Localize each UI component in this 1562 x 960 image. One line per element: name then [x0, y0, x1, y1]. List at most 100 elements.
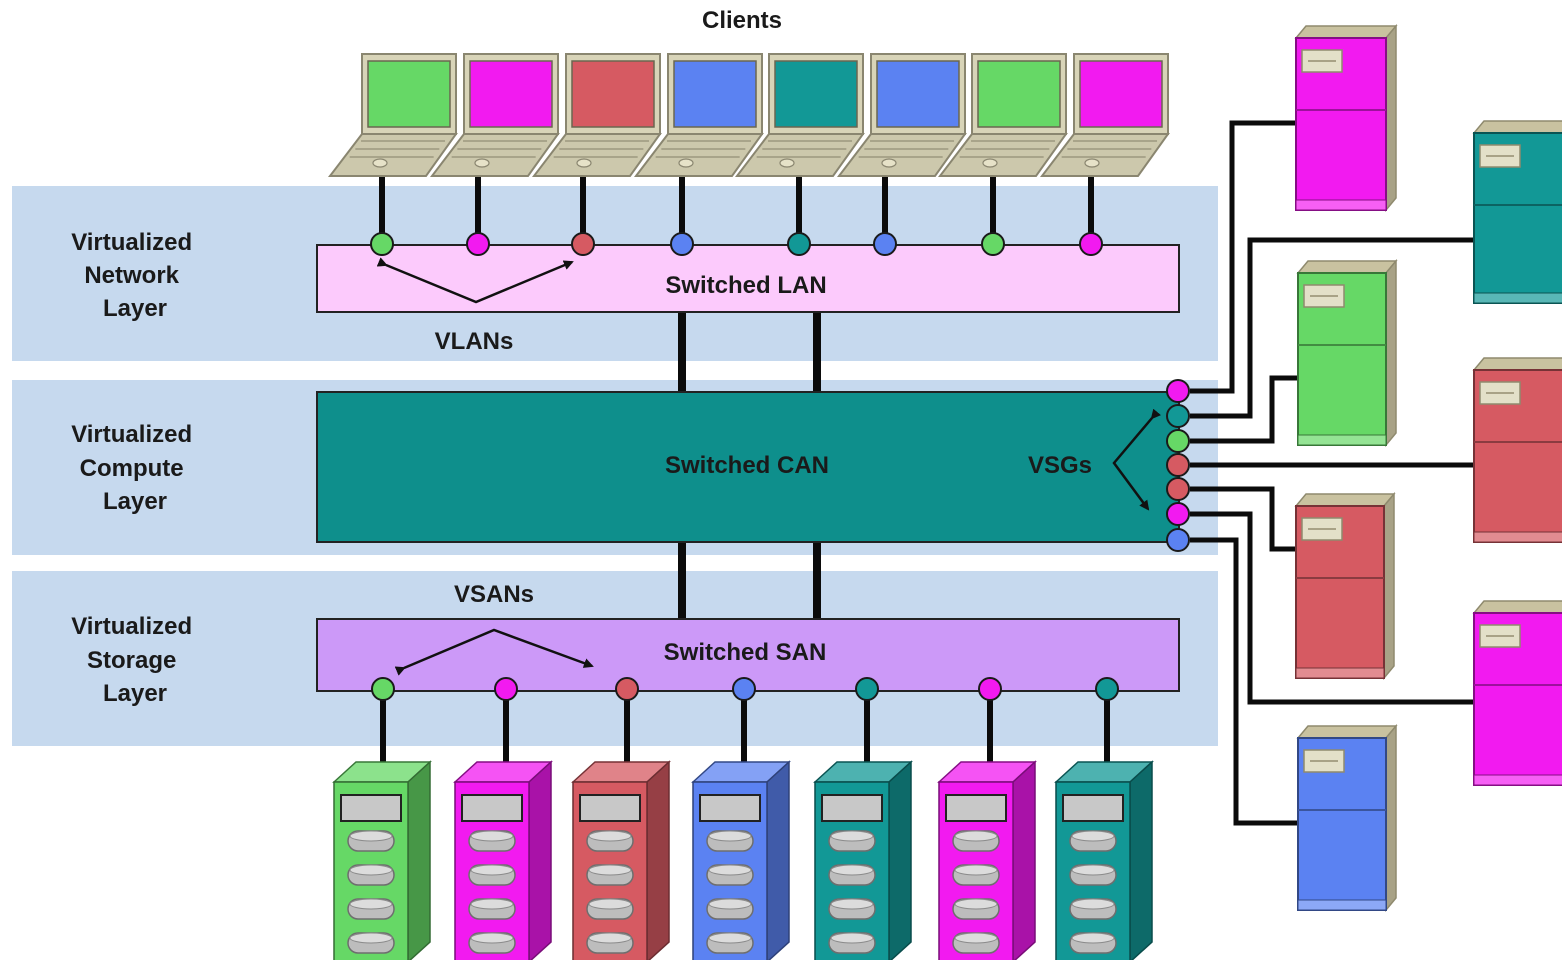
server-link-7 — [1190, 537, 1298, 826]
array-side — [646, 760, 670, 960]
storage-array-2 — [453, 760, 553, 960]
laptop-base — [734, 133, 865, 177]
disk-top — [708, 898, 752, 910]
server-top — [1296, 260, 1398, 274]
storage-arrays — [332, 760, 1154, 960]
storage-array-7 — [1054, 760, 1154, 960]
array-side — [888, 760, 912, 960]
storage-layer-label: Virtualized Storage Layer — [71, 613, 199, 707]
san-port-1 — [371, 677, 395, 701]
san-ports — [371, 677, 1119, 701]
vsg-port-4 — [1166, 453, 1190, 477]
trackpad — [474, 158, 490, 168]
vsgs-arrows — [1112, 408, 1161, 511]
trackpad — [1084, 158, 1100, 168]
laptop-base — [531, 133, 662, 177]
san-port-7 — [1095, 677, 1119, 701]
disk-top — [708, 864, 752, 876]
server-1 — [1294, 23, 1398, 213]
array-panel — [699, 794, 761, 822]
server-side — [1385, 723, 1397, 913]
laptop-screen — [1079, 60, 1163, 128]
disk-top — [830, 898, 874, 910]
array-side — [528, 760, 552, 960]
laptop-screen — [469, 60, 553, 128]
disk-top — [830, 830, 874, 842]
lan-port-1 — [370, 232, 394, 256]
san-port-2 — [494, 677, 518, 701]
laptop-base — [429, 133, 560, 177]
laptop-3 — [531, 53, 662, 244]
san-port-5 — [855, 677, 879, 701]
lan-ports — [370, 232, 1103, 256]
disk-top — [954, 864, 998, 876]
vsans-label: VSANs — [454, 581, 534, 608]
disk-top — [470, 932, 514, 944]
laptop-screen — [673, 60, 757, 128]
lan-port-4 — [670, 232, 694, 256]
server-footer — [1297, 899, 1387, 911]
array-side — [766, 760, 790, 960]
server-2 — [1472, 120, 1562, 304]
array-side — [1129, 760, 1153, 960]
disk-top — [1071, 932, 1115, 944]
server-side — [1385, 23, 1397, 213]
array-panel — [579, 794, 641, 822]
disk-top — [349, 932, 393, 944]
switched-san-label: Switched SAN — [664, 639, 827, 666]
disk-top — [349, 830, 393, 842]
server-top — [1472, 120, 1562, 134]
trackpad — [678, 158, 694, 168]
server-side — [1385, 258, 1397, 448]
server-footer — [1473, 774, 1562, 786]
vsg-port-5 — [1166, 477, 1190, 501]
laptop-5 — [734, 53, 865, 244]
storage-array-1 — [332, 760, 432, 960]
server-link-3 — [1190, 375, 1298, 444]
array-panel — [340, 794, 402, 822]
server-link-5 — [1190, 486, 1296, 552]
disk-top — [708, 932, 752, 944]
server-footer — [1295, 667, 1385, 679]
switched-lan-label: Switched LAN — [665, 272, 826, 299]
server-link-2 — [1190, 237, 1474, 419]
clients-title: Clients — [702, 7, 782, 34]
laptop-base — [1039, 133, 1170, 177]
disk-top — [954, 898, 998, 910]
disk-top — [349, 898, 393, 910]
server-top — [1294, 493, 1396, 507]
laptop-7 — [937, 53, 1068, 244]
disk-top — [588, 932, 632, 944]
laptop-screen — [774, 60, 858, 128]
disk-top — [588, 898, 632, 910]
laptop-base — [327, 133, 458, 177]
trackpad — [982, 158, 998, 168]
server-footer — [1295, 199, 1387, 211]
array-panel — [461, 794, 523, 822]
server-5 — [1294, 491, 1396, 681]
disk-top — [470, 898, 514, 910]
laptop-screen — [367, 60, 451, 128]
disk-top — [1071, 898, 1115, 910]
vsans-arrows — [394, 628, 594, 676]
disk-top — [470, 830, 514, 842]
lan-port-7 — [981, 232, 1005, 256]
disk-top — [954, 932, 998, 944]
vsg-port-3 — [1166, 429, 1190, 453]
vsg-port-7 — [1166, 528, 1190, 552]
vsg-ports — [1166, 379, 1190, 552]
storage-array-4 — [691, 760, 791, 960]
lan-port-3 — [571, 232, 595, 256]
disk-top — [1071, 830, 1115, 842]
storage-array-5 — [813, 760, 913, 960]
server-footer — [1473, 531, 1562, 543]
trackpad — [372, 158, 388, 168]
server-links — [1190, 120, 1474, 826]
disk-top — [830, 932, 874, 944]
storage-array-6 — [937, 760, 1037, 960]
disk-top — [588, 830, 632, 842]
array-panel — [1062, 794, 1124, 822]
disk-top — [1071, 864, 1115, 876]
laptop-base — [937, 133, 1068, 177]
